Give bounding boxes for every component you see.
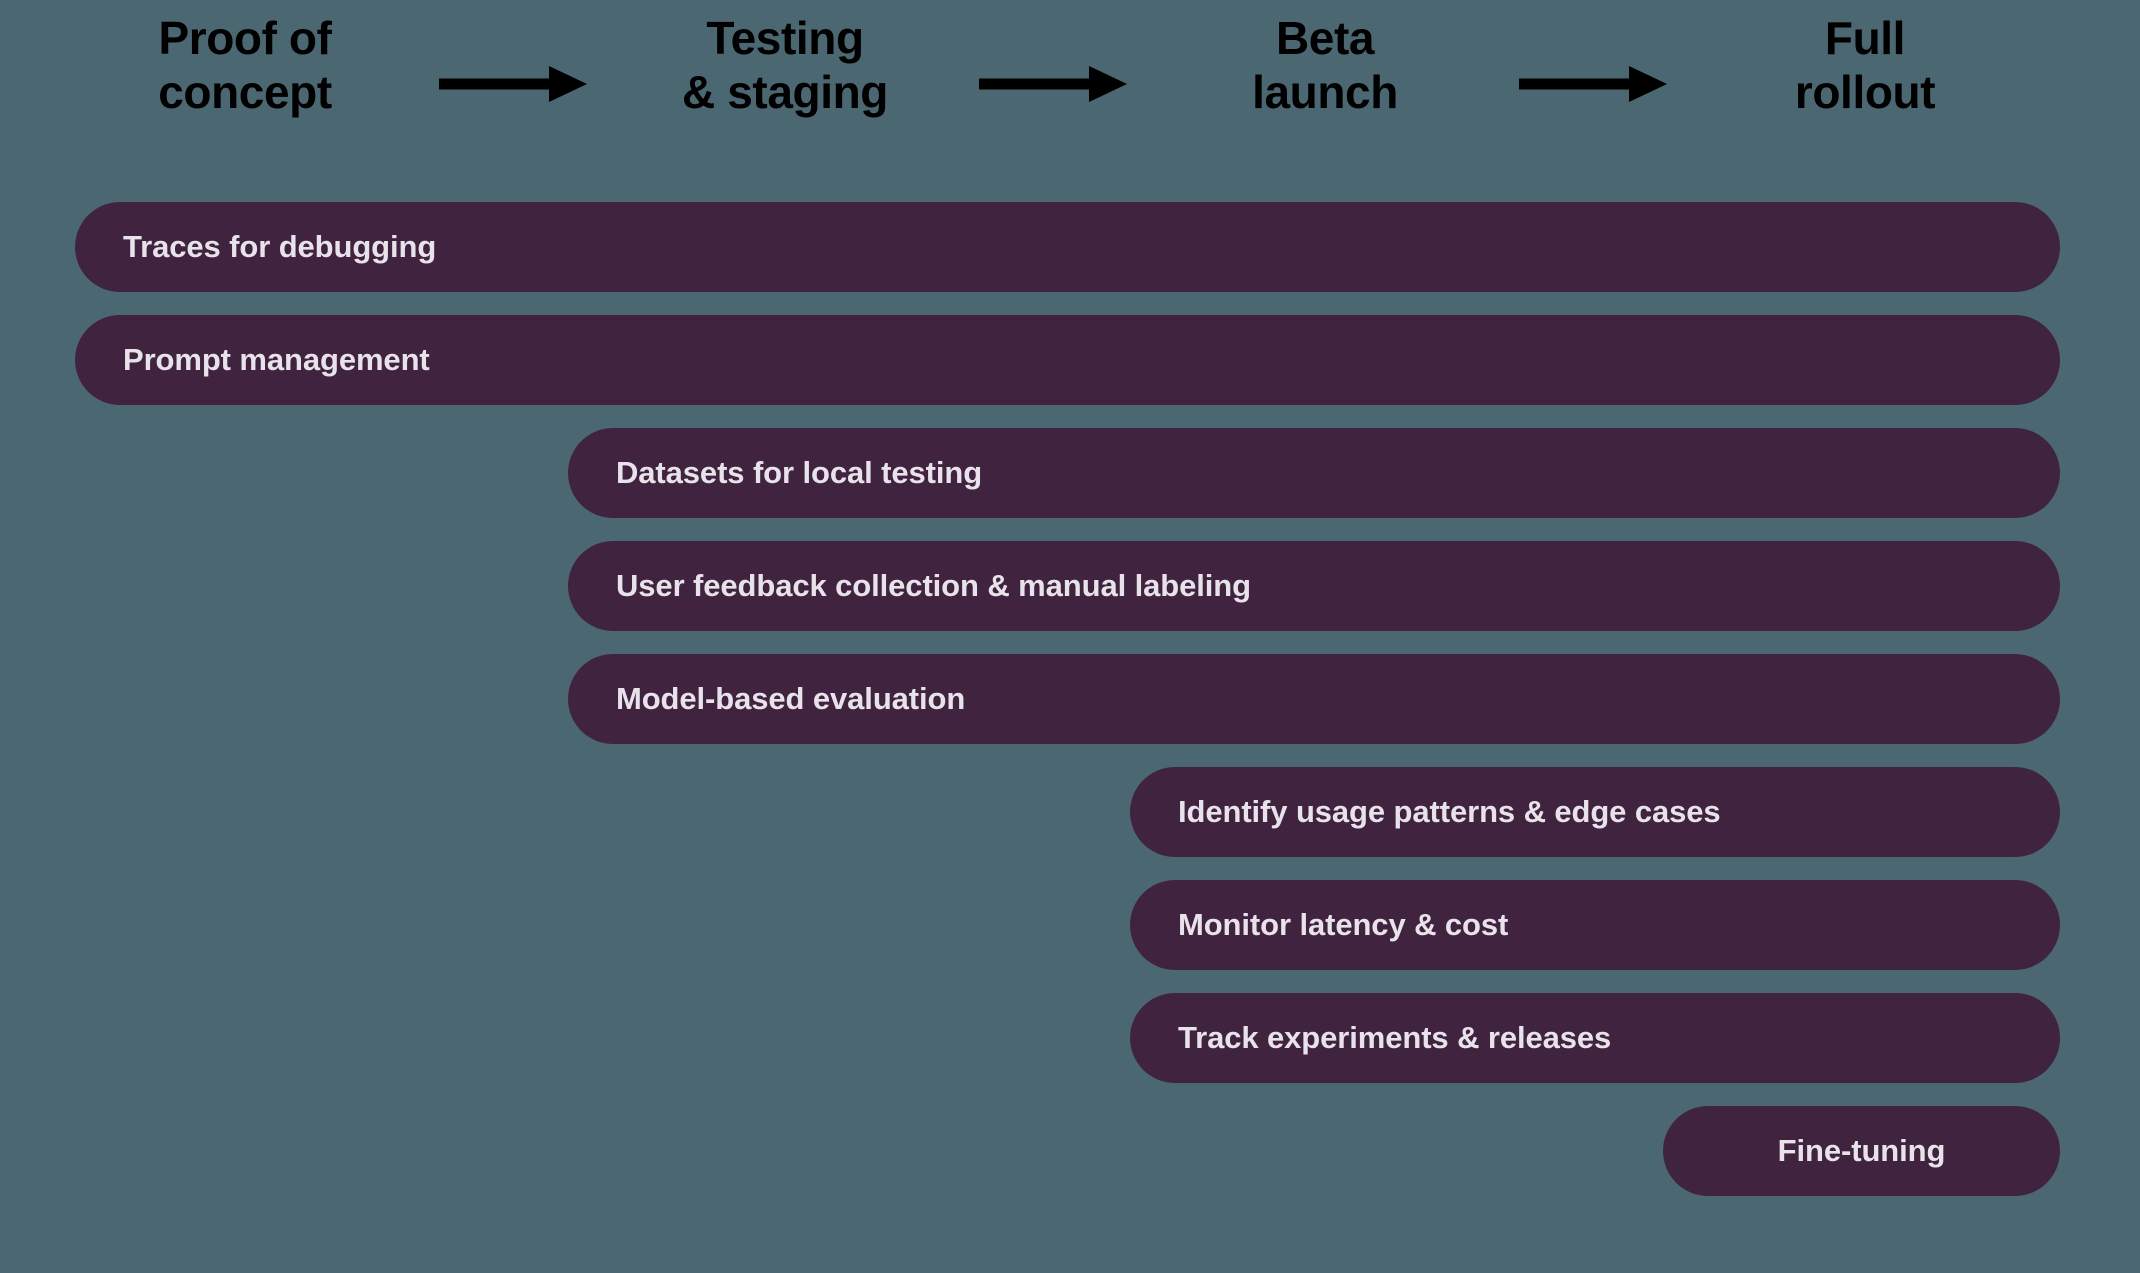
capability-bar-label: Model-based evaluation (616, 681, 966, 716)
capability-bar-label: Prompt management (123, 342, 430, 377)
arrow-testing-to-beta-icon (977, 62, 1127, 106)
capability-bar-track-experiments-and-releases[interactable]: Track experiments & releases (1130, 993, 2060, 1083)
capability-bar-traces-for-debugging[interactable]: Traces for debugging (75, 202, 2060, 292)
capability-bar-label: Identify usage patterns & edge cases (1178, 794, 1721, 829)
stage-label-testing-and-staging: Testing & staging (682, 12, 888, 118)
capability-bar-label: Traces for debugging (123, 229, 437, 264)
capability-bar-monitor-latency-and-cost[interactable]: Monitor latency & cost (1130, 880, 2060, 970)
stage-label-full-rollout: Full rollout (1794, 12, 1936, 118)
capability-bar-fine-tuning[interactable]: Fine-tuning (1663, 1106, 2060, 1196)
capability-bar-model-based-evaluation[interactable]: Model-based evaluation (568, 654, 2060, 744)
stage-label-proof-of-concept: Proof of concept (158, 12, 332, 118)
capability-bar-label: Monitor latency & cost (1178, 907, 1509, 942)
arrow-beta-to-rollout-icon (1517, 62, 1667, 106)
capability-bar-label: User feedback collection & manual labeli… (616, 568, 1251, 603)
capability-bar-label: Track experiments & releases (1178, 1020, 1612, 1055)
arrow-poc-to-testing-icon (437, 62, 587, 106)
capability-bar-label: Datasets for local testing (616, 455, 983, 490)
stage-label-beta-launch: Beta launch (1252, 12, 1398, 118)
capability-bar-prompt-management[interactable]: Prompt management (75, 315, 2060, 405)
capability-bar-user-feedback-collection[interactable]: User feedback collection & manual labeli… (568, 541, 2060, 631)
capability-bar-identify-usage-patterns[interactable]: Identify usage patterns & edge cases (1130, 767, 2060, 857)
capability-bar-datasets-for-local-testing[interactable]: Datasets for local testing (568, 428, 2060, 518)
capability-bar-label: Fine-tuning (1777, 1133, 1946, 1168)
